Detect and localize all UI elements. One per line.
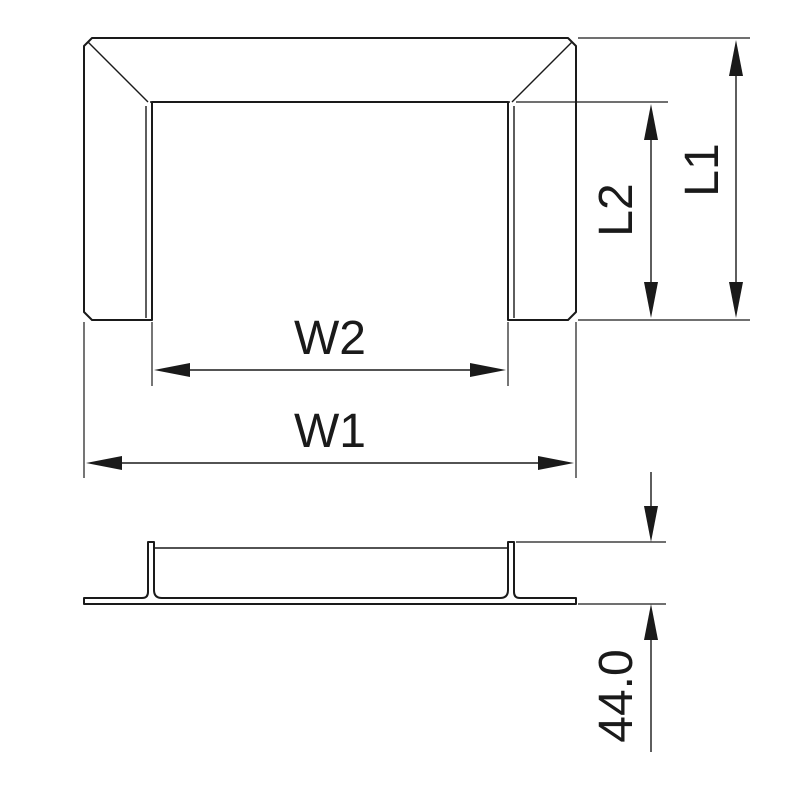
- dimension-label-w2: W2: [294, 312, 366, 365]
- dimension-label-l1: L1: [676, 143, 729, 196]
- dimension-l2: L2: [590, 104, 658, 318]
- dimension-label-height: 44.0: [590, 649, 643, 742]
- extension-lines: [83, 37, 750, 605]
- dimension-l1: L1: [676, 40, 743, 318]
- dimension-height: 44.0: [590, 472, 658, 752]
- top-view-mitre-right: [511, 41, 573, 103]
- top-view-mitre-left: [87, 41, 149, 103]
- top-view: [83, 37, 577, 321]
- side-view-profile: [83, 541, 577, 605]
- dimension-label-w1: W1: [294, 405, 366, 458]
- side-view: [83, 541, 577, 605]
- dimension-w2: W2: [154, 312, 506, 377]
- top-view-outer-outline: [83, 37, 577, 321]
- dimension-label-l2: L2: [590, 183, 643, 236]
- dimension-w1: W1: [86, 405, 574, 470]
